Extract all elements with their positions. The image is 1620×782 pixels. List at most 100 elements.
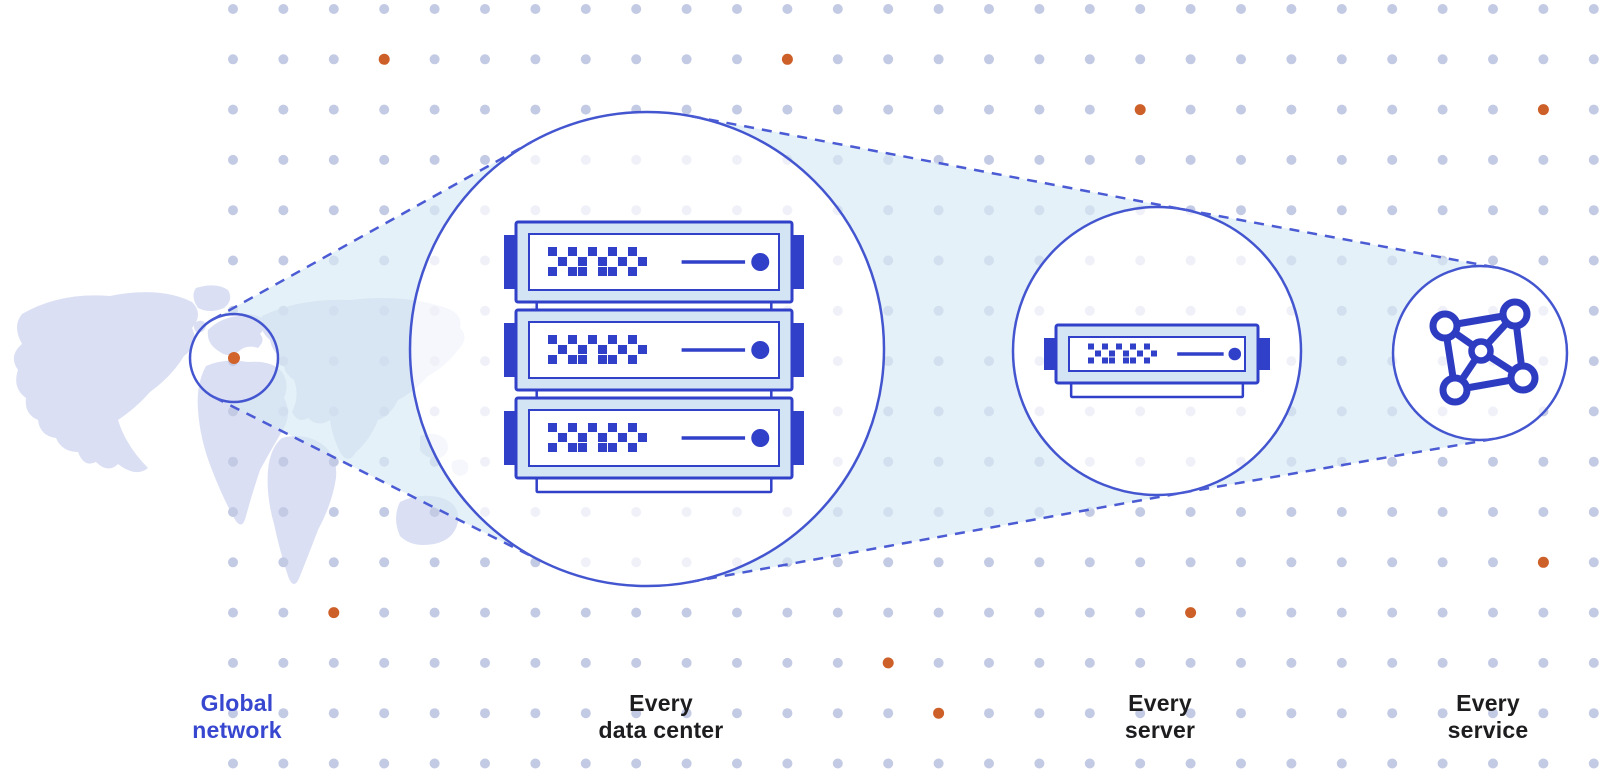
grid-dot — [1135, 507, 1146, 517]
vent-square — [598, 267, 607, 276]
grid-dot — [480, 758, 490, 769]
grid-dot — [379, 154, 390, 165]
label-line: server — [1124, 717, 1196, 743]
grid-dot — [530, 54, 541, 65]
grid-dot — [1236, 657, 1246, 668]
single-server-icon — [1044, 323, 1270, 399]
grid-dot — [1336, 104, 1347, 115]
grid-dot — [530, 4, 541, 14]
grid-dot — [1588, 758, 1599, 769]
grid-dot — [933, 54, 944, 65]
zoom-cone-datacenter-to-server — [689, 116, 1184, 583]
grid-dot — [631, 758, 642, 769]
vent-square — [548, 247, 557, 256]
label-every-data-center: Every data center — [511, 690, 811, 744]
vent-square — [618, 257, 627, 266]
label-global-network: Global network — [87, 690, 387, 744]
status-led — [751, 341, 770, 359]
grid-dot — [1336, 205, 1347, 216]
grid-dot — [1236, 557, 1246, 568]
grid-dot — [1185, 557, 1196, 568]
vent-square — [598, 443, 607, 452]
grid-dot-orange — [882, 657, 894, 669]
grid-dot — [1034, 708, 1045, 719]
grid-dot — [1488, 708, 1498, 719]
grid-dot — [278, 456, 289, 467]
grid-dot — [1034, 54, 1045, 65]
server-unit — [504, 308, 804, 406]
grid-dot — [1185, 657, 1196, 668]
grid-dot — [328, 456, 339, 467]
zoom-cone-map-to-datacenter — [212, 141, 541, 561]
vent-square — [1109, 350, 1115, 357]
grid-dot — [228, 4, 238, 14]
grid-dot — [732, 607, 742, 618]
status-led — [751, 253, 770, 271]
vent-square — [1130, 357, 1136, 364]
vent-square — [1109, 357, 1115, 364]
grid-dot — [732, 708, 742, 719]
vent-square — [638, 433, 647, 442]
grid-dot — [1185, 54, 1196, 65]
tangent-bottom-1 — [213, 396, 542, 563]
grid-dot — [278, 708, 289, 719]
grid-dot — [782, 708, 793, 719]
grid-dot — [732, 54, 742, 65]
grid-dot — [832, 607, 843, 618]
grid-dot — [681, 607, 692, 618]
grid-dot — [228, 154, 238, 165]
grid-dot — [1034, 657, 1045, 668]
grid-dot — [278, 557, 289, 568]
grid-dot — [1286, 758, 1297, 769]
grid-dot — [1588, 205, 1599, 216]
grid-dot — [480, 154, 490, 165]
vent-square — [598, 345, 607, 354]
grid-dot — [681, 758, 692, 769]
grid-dot — [1185, 154, 1196, 165]
grid-dot — [429, 607, 440, 618]
grid-dot — [228, 708, 238, 719]
grid-dot — [1437, 154, 1448, 165]
grid-dot — [1437, 205, 1448, 216]
grid-dot — [1236, 205, 1246, 216]
grid-dot — [429, 758, 440, 769]
grid-dot — [984, 4, 994, 14]
vent-square — [598, 433, 607, 442]
grid-dot — [1488, 758, 1498, 769]
grid-dot — [1488, 507, 1498, 517]
vent-square — [608, 423, 617, 432]
grid-dot — [933, 104, 944, 115]
grid-dot — [933, 557, 944, 568]
grid-dot — [1135, 758, 1146, 769]
grid-dot — [1437, 708, 1448, 719]
grid-dot-orange — [1537, 556, 1549, 568]
grid-dot — [379, 104, 390, 115]
vent-square — [1137, 350, 1143, 357]
grid-dot — [429, 54, 440, 65]
grid-dot — [1034, 154, 1045, 165]
grid-dot — [228, 205, 238, 216]
grid-dot — [1488, 154, 1498, 165]
label-every-service: Every service — [1338, 690, 1620, 744]
grid-dot — [1538, 657, 1549, 668]
vent-square — [608, 355, 617, 364]
continent-north-america — [13, 292, 199, 473]
grid-dot — [580, 657, 591, 668]
grid-dot — [1236, 154, 1246, 165]
vent-square — [628, 247, 637, 256]
grid-dot — [1236, 54, 1246, 65]
grid-dot — [1387, 607, 1398, 618]
grid-dot — [1488, 657, 1498, 668]
grid-dot — [782, 607, 793, 618]
grid-dot — [379, 4, 390, 14]
grid-dot — [228, 104, 238, 115]
grid-dot — [883, 557, 894, 568]
server-unit — [1044, 323, 1270, 399]
grid-dot — [1387, 104, 1398, 115]
grid-dot — [278, 205, 289, 216]
vent-square — [638, 345, 647, 354]
grid-dot — [328, 758, 339, 769]
grid-dot — [1286, 507, 1297, 517]
grid-dot — [1488, 607, 1498, 618]
